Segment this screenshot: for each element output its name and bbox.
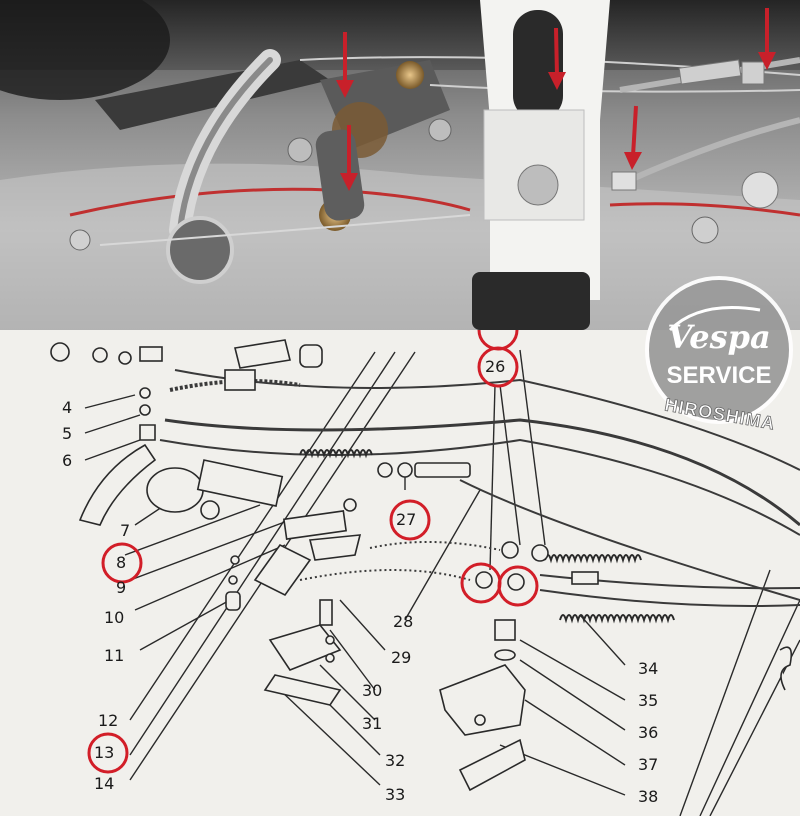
- part-number-37: 37: [638, 755, 659, 774]
- part-number-32: 32: [385, 751, 406, 770]
- part-number-7: 7: [120, 521, 131, 540]
- part-number-10: 10: [104, 608, 125, 627]
- part-number-12: 12: [98, 711, 119, 730]
- part-number-9: 9: [116, 578, 127, 597]
- arrow-icon: [624, 105, 642, 170]
- part-number-5: 5: [62, 424, 73, 443]
- parts-diagram: [0, 330, 800, 816]
- part-number-30: 30: [362, 681, 383, 700]
- part-number-11: 11: [104, 646, 125, 665]
- highlight-circle-8: [101, 542, 143, 584]
- highlight-circle-27: [389, 499, 431, 541]
- arrow-icon: [758, 8, 776, 70]
- part-number-35: 35: [638, 691, 659, 710]
- part-number-27: 27: [396, 510, 417, 529]
- part-number-13: 13: [94, 743, 115, 762]
- part-number-28: 28: [393, 612, 414, 631]
- highlight-circle-top: [477, 330, 519, 351]
- part-number-31: 31: [362, 714, 383, 733]
- part-number-34: 34: [638, 659, 659, 678]
- part-number-29: 29: [391, 648, 412, 667]
- arrow-icon: [340, 125, 358, 191]
- part-number-38: 38: [638, 787, 659, 806]
- highlight-circle-13: [87, 732, 129, 774]
- part-number-4: 4: [62, 398, 73, 417]
- arrow-icon: [336, 32, 354, 98]
- logo-brand: Vespa: [667, 318, 770, 356]
- part-number-36: 36: [638, 723, 659, 742]
- engine-photo: [0, 0, 800, 330]
- part-number-14: 14: [94, 774, 115, 793]
- vespa-service-logo: Vespa SERVICE HIROSHIMA: [645, 276, 793, 434]
- part-number-33: 33: [385, 785, 406, 804]
- arrow-icon: [548, 27, 566, 90]
- arrow-overlay: [336, 8, 776, 191]
- part-number-6: 6: [62, 451, 73, 470]
- logo-service: SERVICE: [667, 362, 772, 389]
- part-number-8: 8: [116, 553, 127, 572]
- highlight-circle-nut-right: [497, 565, 539, 607]
- part-number-26: 26: [485, 357, 506, 376]
